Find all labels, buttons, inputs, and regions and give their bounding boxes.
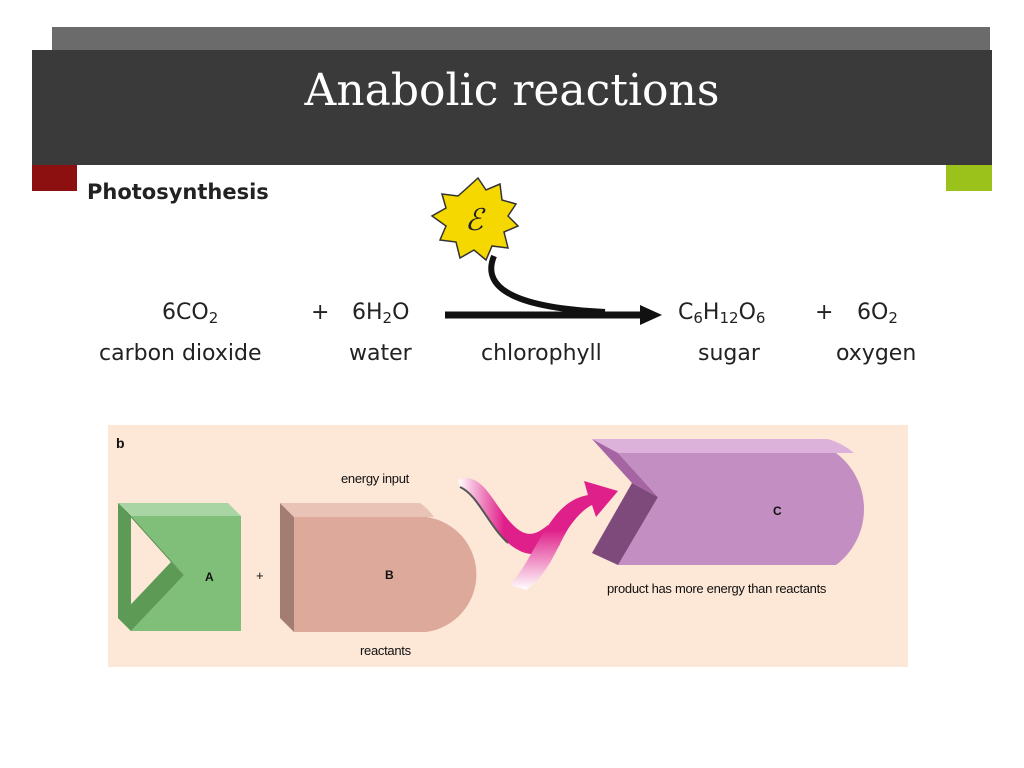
panel-label: b — [116, 435, 125, 451]
reactant-co2: 6CO2 — [162, 300, 219, 327]
label-b: B — [385, 568, 394, 582]
anabolic-diagram-panel: b energy input A + B C product has more … — [108, 425, 908, 667]
energy-input-arrow — [458, 478, 618, 590]
header-bar — [32, 50, 992, 165]
plus-sign-1: + — [311, 300, 330, 325]
energy-curve — [488, 254, 606, 315]
reactant-h2o: 6H2O — [352, 300, 410, 327]
plus-sign-2: + — [815, 300, 834, 325]
reactant-b-shape — [280, 503, 477, 632]
slide-title: Anabolic reactions — [304, 65, 720, 116]
energy-symbol: ℰ — [465, 203, 486, 238]
energy-input-label: energy input — [341, 471, 409, 486]
energy-arrow-diagram: ℰ — [430, 176, 662, 325]
label-a: A — [205, 570, 214, 584]
label-chlorophyll: chlorophyll — [481, 341, 602, 366]
label-water: water — [349, 341, 412, 366]
product-c-shape — [592, 439, 864, 565]
product-o2: 6O2 — [857, 300, 898, 327]
plus-sign-b: + — [256, 568, 264, 583]
header-accent-green — [946, 165, 992, 191]
reactant-a-shape — [118, 503, 241, 631]
product-caption: product has more energy than reactants — [607, 581, 827, 596]
header-accent-red — [32, 165, 77, 191]
label-oxygen: oxygen — [836, 341, 917, 366]
label-c: C — [773, 504, 782, 518]
label-sugar: sugar — [698, 341, 760, 366]
photosynthesis-heading: Photosynthesis — [87, 180, 269, 204]
reactants-caption: reactants — [360, 643, 411, 658]
product-glucose: C6H12O6 — [678, 300, 766, 327]
anabolic-shapes — [118, 439, 864, 632]
label-carbon-dioxide: carbon dioxide — [99, 341, 262, 366]
reaction-arrowhead — [640, 305, 662, 325]
energy-sun-icon: ℰ — [430, 176, 520, 262]
